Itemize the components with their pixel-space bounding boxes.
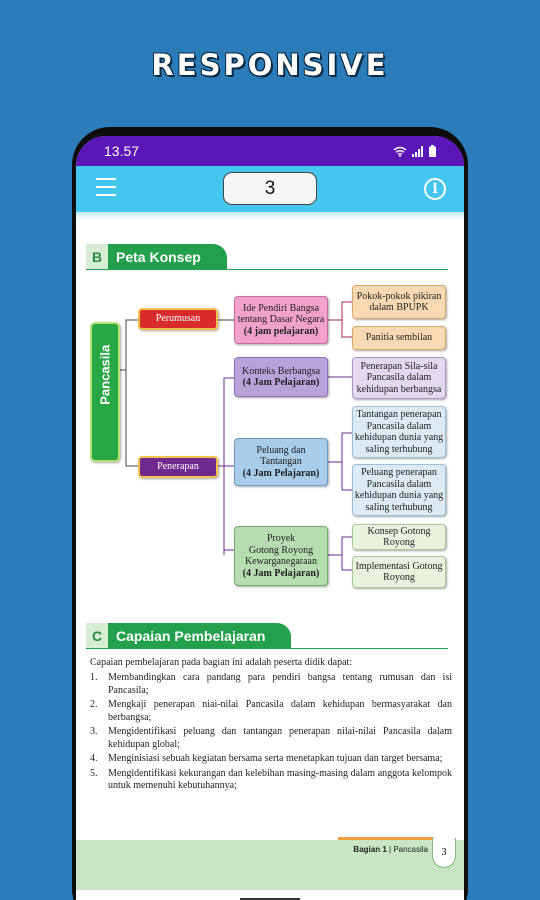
list-item: 1.Membandingkan cara pandang para pendir… — [90, 672, 452, 696]
section-b-header: B Peta Konsep — [86, 244, 227, 270]
list-item: 3.Mengidentifikasi peluang dan tantangan… — [90, 726, 452, 750]
learning-outcomes-list: 1.Membandingkan cara pandang para pendir… — [90, 672, 452, 795]
promo-title: RESPONSIVE — [151, 48, 389, 82]
node-perumusan: Perumusan — [138, 308, 218, 330]
concept-map-connectors — [120, 301, 352, 571]
section-b-rule — [86, 269, 448, 270]
wifi-icon — [393, 146, 407, 157]
phone-screen: 13.57 3 i B Peta Kons — [76, 136, 464, 900]
menu-icon[interactable] — [96, 178, 116, 198]
list-item: 5.Mengidentifikasi kekurangan dan kelebi… — [90, 767, 452, 792]
node-implementasi-gotong-royong: Implementasi Gotong Royong — [352, 556, 446, 588]
node-konsep-gotong-royong: Konsep Gotong Royong — [352, 524, 446, 550]
node-tantangan-penerapan: Tantangan penerapan Pancasila dalam kehi… — [352, 406, 446, 458]
node-panitia-sembilan: Panitia sembilan — [352, 326, 446, 350]
list-item: 4.Menginisiasi sebuah kegiatan bersama s… — [90, 753, 443, 764]
node-pancasila: Pancasila — [90, 322, 120, 462]
section-b-letter: B — [86, 244, 108, 270]
list-item: 2.Mengkaji penerapan niai-nilai Pancasil… — [90, 699, 452, 723]
info-icon[interactable]: i — [424, 178, 446, 200]
node-ide-pendiri: Ide Pendiri Bangsa tentang Dasar Negara … — [234, 296, 328, 344]
node-peluang-tantangan: Peluang dan Tantangan (4 Jam Pelajaran) — [234, 438, 328, 486]
footer-accent — [338, 837, 434, 840]
node-pokok-pikiran: Pokok-pokok pikiran dalam BPUPK — [352, 285, 446, 319]
home-indicator[interactable] — [240, 898, 300, 900]
status-time: 13.57 — [104, 143, 140, 159]
section-c-letter: C — [86, 623, 108, 649]
section-c-intro: Capaian pembelajaran pada bagian ini ada… — [90, 657, 353, 668]
node-penerapan: Penerapan — [138, 456, 218, 478]
status-icons — [393, 145, 436, 157]
status-bar: 13.57 — [76, 136, 464, 166]
section-c-title: Capaian Pembelajaran — [108, 623, 292, 649]
footer-label: Bagian 1 | Pancasila — [353, 845, 428, 854]
footer-page-number: 3 — [432, 838, 456, 868]
node-konteks-berbangsa: Konteks Berbangsa (4 Jam Pelajaran) — [234, 357, 328, 397]
app-bar-shadow — [76, 212, 464, 220]
app-bar: 3 i — [76, 166, 464, 212]
section-c-rule — [86, 648, 448, 649]
book-page[interactable]: B Peta Konsep Pancasila — [76, 220, 464, 900]
page-footer-band — [76, 840, 464, 890]
section-b-title: Peta Konsep — [108, 244, 227, 270]
node-penerapan-sila: Penerapan Sila-sila Pancasila dalam kehi… — [352, 357, 446, 399]
section-c-header: C Capaian Pembelajaran — [86, 623, 292, 649]
signal-icon — [412, 145, 423, 157]
node-peluang-penerapan: Peluang penerapan Pancasila dalam kehidu… — [352, 464, 446, 516]
battery-icon — [429, 145, 436, 157]
node-proyek-gotong-royong: Proyek Gotong Royong Kewarganegaraan (4 … — [234, 526, 328, 586]
page-number-field[interactable]: 3 — [223, 172, 317, 205]
